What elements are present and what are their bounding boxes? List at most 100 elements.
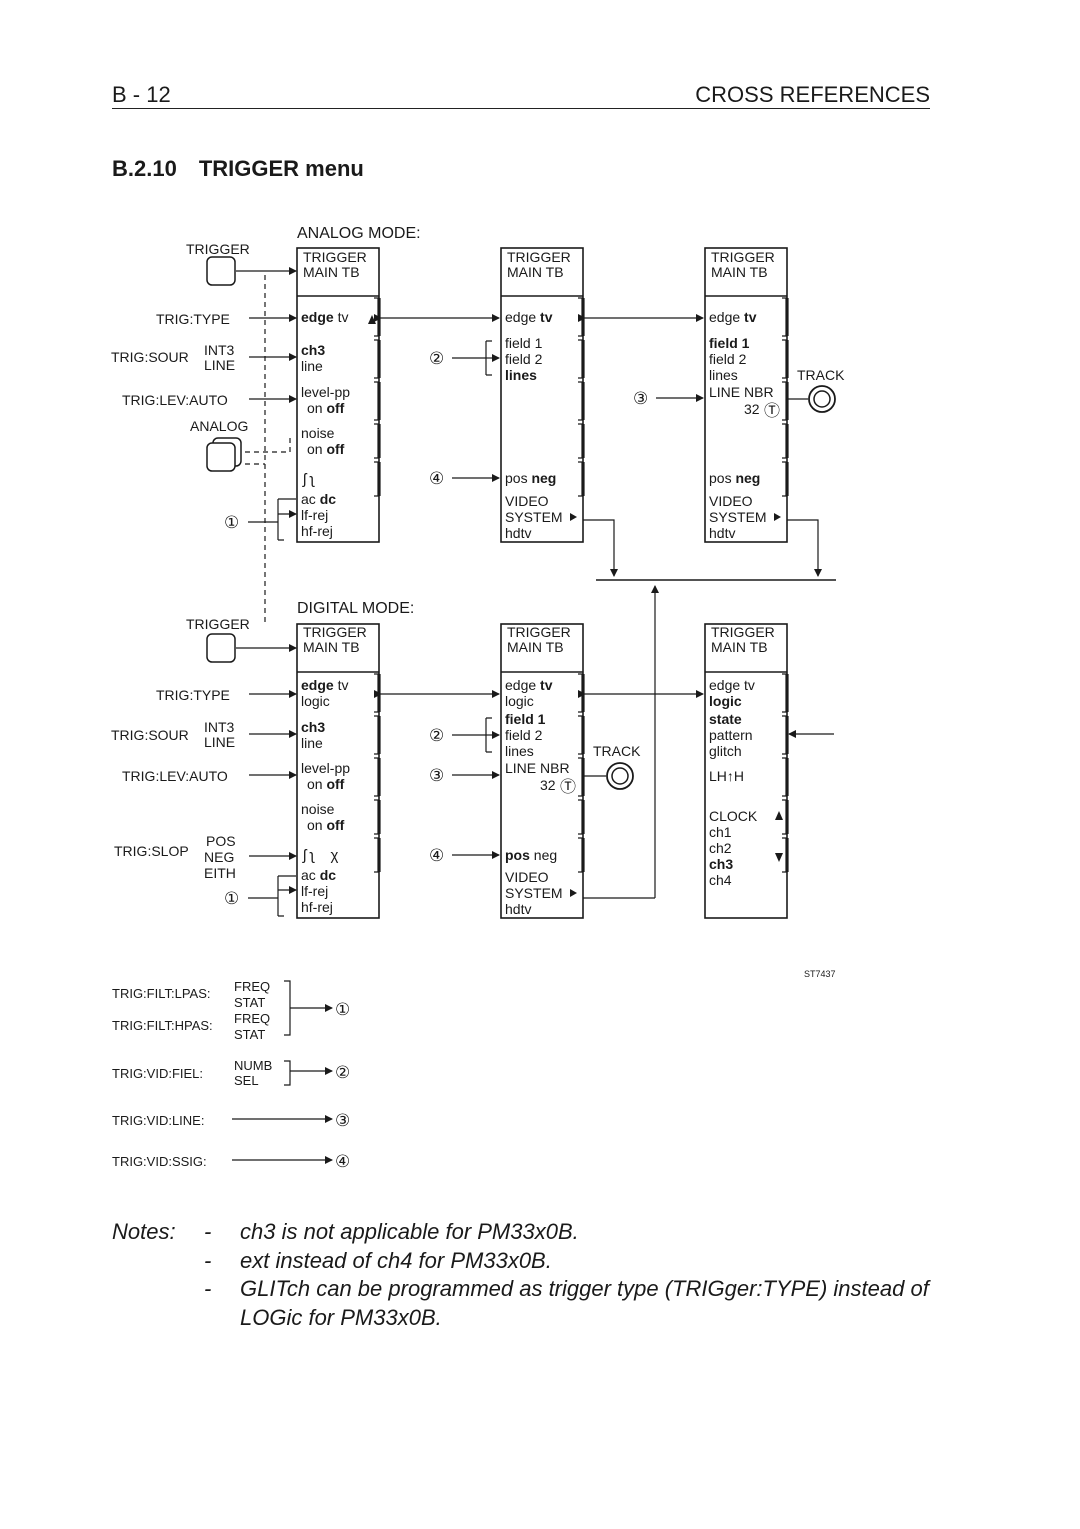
option-tv: tv [338, 677, 349, 693]
option-ac: ac [301, 867, 316, 883]
softkey-trigger-type[interactable]: edge tv [301, 309, 348, 325]
panel-head-2: MAIN TB [303, 639, 360, 655]
trig-sour-label: TRIG:SOUR [111, 727, 189, 743]
softkey-clock[interactable]: CLOCK [709, 808, 758, 824]
panel-head-2: MAIN TB [711, 639, 768, 655]
trig-lev-label: TRIG:LEV:AUTO [122, 768, 228, 784]
legend-vid-line: TRIG:VID:LINE: [112, 1113, 204, 1128]
softkey-line-nbr[interactable]: LINE NBR [505, 760, 570, 776]
option-logic: logic [505, 693, 534, 709]
softkey-trigger-type[interactable]: edge tv [505, 677, 553, 693]
option-lf-rej: lf-rej [301, 507, 328, 523]
analog-column-2: TRIGGER MAIN TB edge tv field 1 field 2 … [500, 247, 585, 543]
track-knob-icon[interactable] [606, 762, 634, 790]
softkey-noise[interactable]: noise [301, 801, 335, 817]
legend-freq: FREQ [234, 1011, 270, 1026]
option-line: line [301, 358, 323, 374]
softkey-noise[interactable]: noise [301, 425, 335, 441]
option-neg: neg [534, 847, 557, 863]
track-knob-icon[interactable] [808, 385, 836, 413]
softkey-trigger-type[interactable]: edge tv [709, 309, 757, 325]
option-hdtv: hdtv [505, 525, 531, 541]
analog-mode-title: ANALOG MODE: [297, 225, 421, 242]
option-lines: lines [505, 743, 534, 759]
notes-label: Notes: [112, 1219, 176, 1244]
softkey-polarity[interactable]: pos neg [505, 470, 556, 486]
option-ch3: ch3 [709, 856, 733, 872]
trig-slop-label: TRIG:SLOP [114, 843, 189, 859]
softkey-level-pp[interactable]: level-pp [301, 384, 350, 400]
softkey-video-system[interactable]: VIDEO [709, 493, 753, 509]
option-off: off [326, 441, 344, 457]
video-system-link [583, 519, 618, 577]
softkey-source-ch3[interactable]: ch3 [301, 342, 325, 358]
track-t-icon: Ⓣ [764, 402, 780, 420]
level-pp-state: on off [307, 400, 345, 416]
option-hf-rej: hf-rej [301, 523, 333, 539]
option-line: line [301, 735, 323, 751]
digital-mode-section: DIGITAL MODE: TRIGGER TRIG:TYPE TRIG:SOU… [111, 600, 834, 919]
option-edge: edge [505, 677, 536, 693]
option-pos: pos [505, 470, 528, 486]
option-system: SYSTEM [505, 509, 563, 525]
softkey-polarity[interactable]: pos neg [505, 847, 557, 863]
softkey-ticks [578, 297, 583, 497]
digital-column-2: TRIGGER MAIN TB edge tv logic field 1 fi… [500, 623, 585, 919]
analog-key[interactable] [206, 442, 236, 472]
marker-3: ③ [335, 1111, 350, 1130]
bracket [277, 498, 296, 541]
option-neg: neg [735, 470, 760, 486]
softkey-logic-mode[interactable]: state [709, 711, 742, 727]
legend-bracket [284, 980, 291, 1036]
figure-id: ST7437 [804, 969, 836, 979]
softkey-trigger-type[interactable]: edge tv [709, 677, 755, 693]
trigger-key[interactable] [206, 633, 236, 663]
marker-1: ① [224, 513, 239, 532]
softkey-level-pp[interactable]: level-pp [301, 760, 350, 776]
option-pos: pos [505, 847, 530, 863]
softkey-source-ch3[interactable]: ch3 [301, 719, 325, 735]
option-off: off [326, 776, 344, 792]
analog-key-label: ANALOG [190, 418, 248, 434]
legend-filt-lpas: TRIG:FILT:LPAS: [112, 986, 210, 1001]
digital-column-1: TRIGGER MAIN TB edge tv logic ch3 line l… [296, 623, 381, 919]
softkey-coupling[interactable]: ac dc [301, 491, 336, 507]
video-system-link [787, 519, 822, 577]
softkey-coupling[interactable]: ac dc [301, 867, 336, 883]
option-dc: dc [320, 491, 337, 507]
panel-head-2: MAIN TB [711, 264, 768, 280]
softkey-ticks [782, 297, 787, 497]
legend-freq: FREQ [234, 979, 270, 994]
noise-state: on off [307, 441, 345, 457]
softkey-slope-icon[interactable]: ʃ ʅ [302, 471, 316, 488]
softkey-video-system[interactable]: VIDEO [505, 869, 549, 885]
note-dash: - [204, 1247, 212, 1273]
panel-head-1: TRIGGER [711, 249, 775, 265]
softkey-line-nbr[interactable]: LINE NBR [709, 384, 774, 400]
option-system: SYSTEM [709, 509, 767, 525]
trigger-key[interactable] [206, 256, 236, 286]
legend-stat: STAT [234, 1027, 265, 1042]
softkey-slope-icon[interactable]: ʃ ʅ χ [302, 847, 339, 864]
marker-4: ④ [429, 846, 444, 865]
legend-bracket [284, 1060, 291, 1086]
softkey-logic-state[interactable]: LH↑H [709, 768, 744, 784]
softkey-video-system[interactable]: VIDEO [505, 493, 549, 509]
pos-label: POS [206, 833, 236, 849]
section-title: TRIGGER menu [198, 156, 364, 181]
option-ch2: ch2 [709, 840, 732, 856]
softkey-ticks [782, 673, 787, 873]
panel-head-1: TRIGGER [507, 624, 571, 640]
legend-numb: NUMB [234, 1058, 272, 1073]
noise-state: on off [307, 817, 345, 833]
softkey-trigger-type[interactable]: edge tv [505, 309, 553, 325]
marker-4: ④ [335, 1152, 350, 1171]
softkey-trigger-type[interactable]: edge tv [301, 677, 348, 693]
eith-label: EITH [204, 865, 236, 881]
softkey-polarity[interactable]: pos neg [709, 470, 760, 486]
notes: Notes: - ch3 is not applicable for PM33x… [112, 1218, 952, 1332]
page-number: B - 12 [112, 82, 171, 107]
option-glitch: glitch [709, 743, 742, 759]
option-field-1: field 1 [709, 335, 750, 351]
